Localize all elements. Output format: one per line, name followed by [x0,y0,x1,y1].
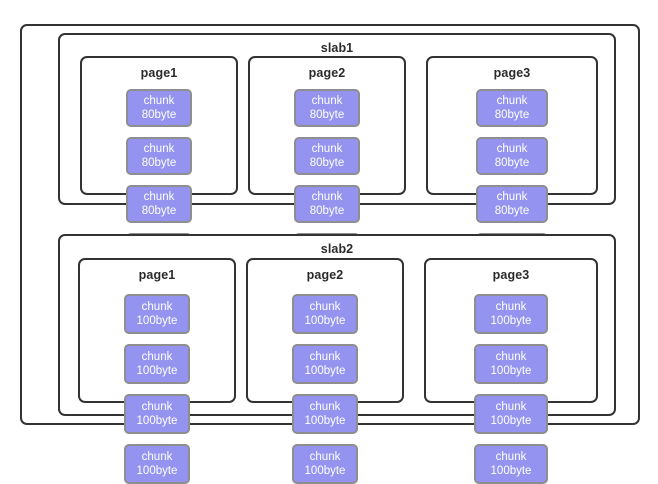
chunk-size: 100byte [490,465,532,477]
chunk-block: chunk 100byte [292,344,358,384]
chunk-name: chunk [143,143,175,155]
page-title: page1 [138,268,176,282]
chunk-name: chunk [141,351,173,363]
chunk-block: chunk 80byte [476,137,548,175]
chunk-name: chunk [495,401,527,413]
slab-container-2: slab2 page1 chunk 100byte chunk 100byte … [58,234,616,484]
chunk-block: chunk 100byte [474,394,548,434]
chunk-name: chunk [496,95,528,107]
chunk-name: chunk [495,451,527,463]
chunk-name: chunk [309,401,341,413]
chunk-size: 100byte [136,315,178,327]
page-title: page2 [306,268,344,282]
chunk-name: chunk [143,95,175,107]
chunk-size: 80byte [141,157,177,169]
chunk-size: 80byte [309,157,345,169]
slab-container-1: slab1 page1 chunk 80byte chunk 80byte ch… [58,33,616,271]
chunk-block: chunk 100byte [474,444,548,484]
chunk-size: 100byte [136,415,178,427]
chunk-size: 100byte [490,365,532,377]
chunk-block: chunk 80byte [476,89,548,127]
chunk-name: chunk [309,301,341,313]
page-title: page2 [308,66,346,80]
page-box: page1 chunk 100byte chunk 100byte chunk … [78,258,236,484]
chunk-block: chunk 100byte [124,394,190,434]
chunk-size: 100byte [304,415,346,427]
chunk-grid: chunk 100byte chunk 100byte chunk 100byt… [80,294,234,484]
page-box: page2 chunk 80byte chunk 80byte chunk 80… [248,56,406,271]
chunk-name: chunk [141,301,173,313]
chunk-block: chunk 80byte [476,185,548,223]
page-title: page3 [493,66,531,80]
chunk-block: chunk 100byte [124,444,190,484]
chunk-name: chunk [141,451,173,463]
chunk-block: chunk 80byte [294,185,360,223]
pages-row: page1 chunk 80byte chunk 80byte chunk 80… [60,35,614,271]
chunk-block: chunk 80byte [126,137,192,175]
chunk-size: 100byte [490,315,532,327]
chunk-block: chunk 80byte [126,89,192,127]
chunk-block: chunk 100byte [292,294,358,334]
chunk-size: 80byte [494,157,530,169]
chunk-name: chunk [143,191,175,203]
chunk-name: chunk [309,451,341,463]
page-title: page3 [492,268,530,282]
chunk-size: 100byte [304,365,346,377]
chunk-block: chunk 100byte [474,344,548,384]
chunk-name: chunk [311,191,343,203]
page-box: page2 chunk 100byte chunk 100byte chunk … [246,258,404,484]
chunk-size: 80byte [141,109,177,121]
chunk-name: chunk [311,143,343,155]
chunk-block: chunk 100byte [474,294,548,334]
pages-row: page1 chunk 100byte chunk 100byte chunk … [60,236,614,484]
chunk-size: 100byte [490,415,532,427]
chunk-block: chunk 80byte [294,89,360,127]
chunk-name: chunk [496,143,528,155]
chunk-size: 100byte [136,465,178,477]
chunk-grid: chunk 100byte chunk 100byte chunk 100byt… [248,294,402,484]
chunk-name: chunk [495,351,527,363]
chunk-size: 80byte [494,109,530,121]
chunk-block: chunk 100byte [124,294,190,334]
chunk-name: chunk [495,301,527,313]
chunk-name: chunk [309,351,341,363]
chunk-grid: chunk 100byte chunk 100byte chunk 100byt… [426,294,596,484]
chunk-block: chunk 100byte [124,344,190,384]
chunk-size: 80byte [309,205,345,217]
chunk-size: 100byte [136,365,178,377]
chunk-block: chunk 80byte [126,185,192,223]
chunk-size: 80byte [494,205,530,217]
chunk-name: chunk [496,191,528,203]
slab-title: slab2 [320,242,354,256]
page-box: page3 chunk 100byte chunk 100byte chunk … [424,258,598,484]
page-title: page1 [140,66,178,80]
chunk-block: chunk 100byte [292,394,358,434]
chunk-size: 80byte [141,205,177,217]
chunk-size: 100byte [304,315,346,327]
chunk-name: chunk [141,401,173,413]
page-box: page1 chunk 80byte chunk 80byte chunk 80… [80,56,238,271]
chunk-block: chunk 100byte [292,444,358,484]
slab-title: slab1 [320,41,354,55]
page-box: page3 chunk 80byte chunk 80byte chunk 80… [426,56,598,271]
memory-frame: slab1 page1 chunk 80byte chunk 80byte ch… [20,24,640,484]
chunk-size: 80byte [309,109,345,121]
chunk-block: chunk 80byte [294,137,360,175]
chunk-name: chunk [311,95,343,107]
chunk-size: 100byte [304,465,346,477]
